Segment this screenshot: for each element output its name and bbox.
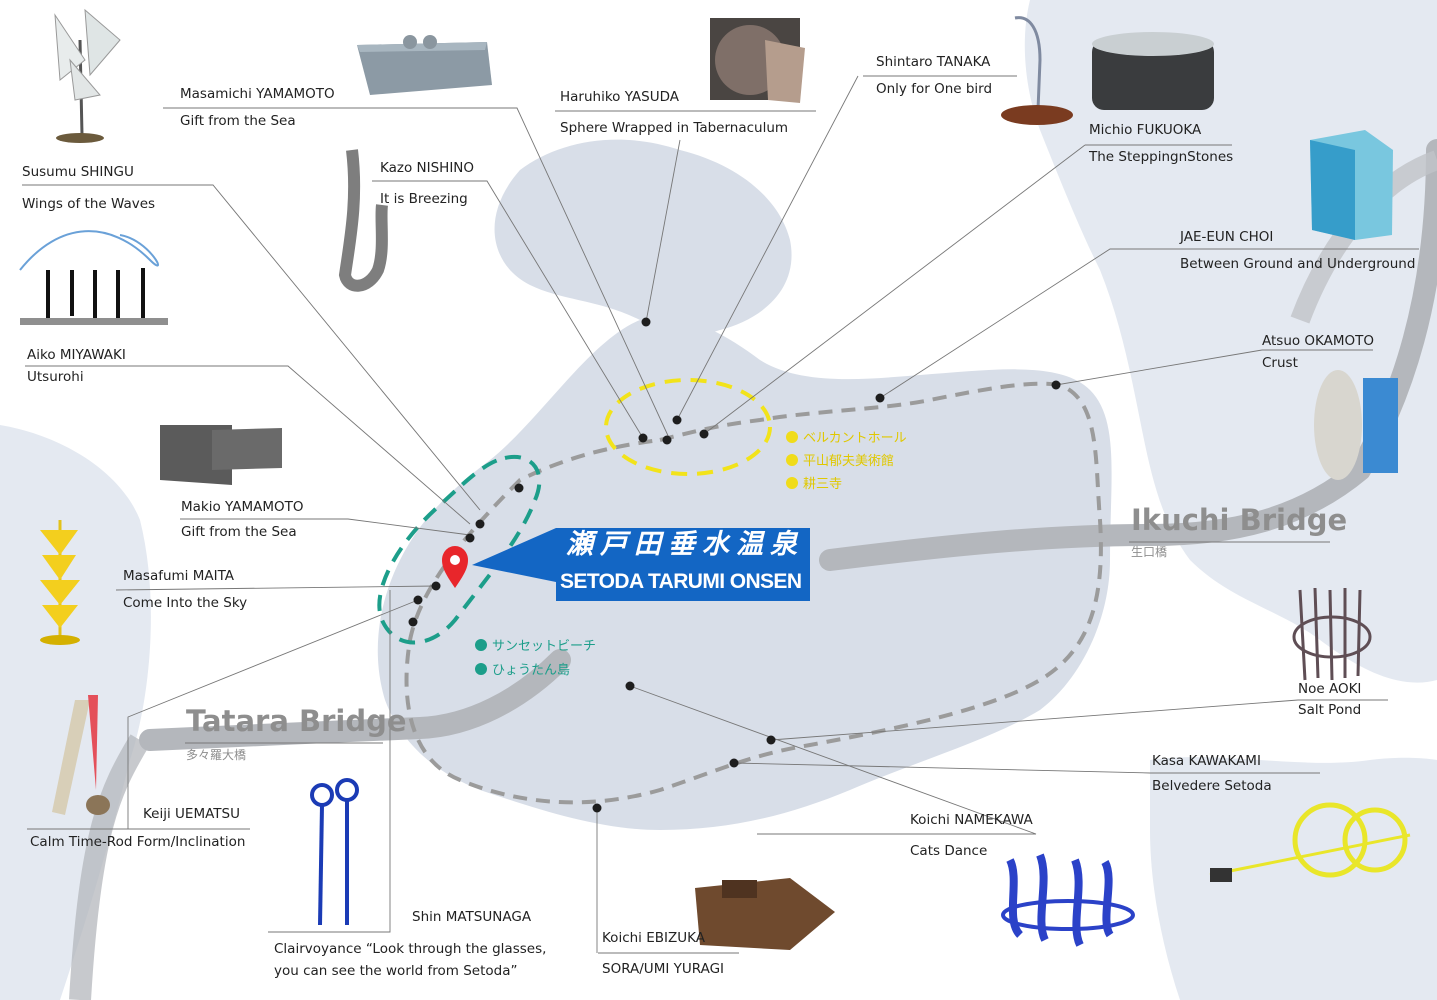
artist-label: Shin MATSUNAGA [412, 909, 532, 925]
poi-hyoutan-island: ひょうたん島 [475, 663, 570, 677]
islet-north [494, 139, 792, 336]
sculpture-time-rod [52, 695, 110, 815]
sculpture-stone-blocks [160, 425, 282, 485]
artist-label: Noe AOKI [1298, 681, 1362, 697]
sculpture-stepping-stones [1092, 32, 1214, 110]
artist-label: Masafumi MAITA [123, 568, 235, 584]
artist-label: Atsuo OKAMOTO [1262, 333, 1375, 349]
poi-bel-canto-hall: ベルカントホール [786, 431, 907, 445]
artist-label: Koichi NAMEKAWA [910, 812, 1033, 828]
sculpture-saxophone [338, 149, 388, 292]
artwork-title: It is Breezing [380, 191, 468, 207]
road-ikuchi [819, 139, 1437, 571]
land-east-lower [1150, 757, 1437, 1000]
artwork-title: Calm Time-Rod Form/Inclination [30, 834, 246, 850]
artwork-title: SORA/UMI YURAGI [602, 961, 725, 977]
artwork-title: Wings of the Waves [22, 196, 156, 212]
artist-label: Kazo NISHINO [380, 160, 475, 176]
sculpture-sora-umi [695, 878, 835, 950]
bridge-label-tatara-jp: 多々羅大橋 [186, 748, 247, 762]
artist-label: Keiji UEMATSU [143, 806, 240, 822]
artwork-title: Belvedere Setoda [1152, 778, 1272, 794]
ellipse-temple-area [604, 378, 772, 476]
poi-kosanji: 耕三寺 [786, 477, 842, 491]
artwork-title: Salt Pond [1298, 702, 1362, 718]
poi-dot-icon [786, 431, 798, 443]
artwork-title: Utsurohi [27, 369, 84, 385]
artwork-title: Cats Dance [910, 843, 988, 859]
sculpture-belvedere [1209, 802, 1411, 882]
artwork-title: Between Ground and Underground [1180, 256, 1416, 272]
poi-dot-icon [475, 639, 487, 651]
sculpture-glasses [310, 778, 359, 926]
artist-label: Kasa KAWAKAMI [1152, 753, 1261, 769]
artwork-title: Crust [1262, 355, 1298, 371]
bridge-label-ikuchi-jp: 生口橋 [1131, 545, 1168, 559]
poi-hirayama-museum: 平山郁夫美術館 [786, 454, 894, 468]
artist-label: JAE-EUN CHOI [1180, 229, 1274, 245]
sculpture-wings-loops [19, 230, 168, 325]
poi-sunset-beach: サンセットビーチ [475, 639, 596, 653]
road-tatara [139, 649, 571, 751]
artist-label: Susumu SHINGU [22, 164, 134, 180]
artwork-title: Only for One bird [876, 81, 993, 97]
artwork-dots [408, 317, 1061, 813]
walking-route [404, 381, 1103, 805]
poi-dot-icon [786, 454, 798, 466]
artwork-title: Gift from the Sea [181, 524, 297, 540]
sculpture-gift-from-sea-block [357, 35, 492, 95]
leader-lines [22, 75, 1419, 954]
artist-label: Makio YAMAMOTO [181, 499, 304, 515]
poi-label: ひょうたん島 [492, 663, 571, 678]
sculpture-between-ground [1310, 130, 1393, 240]
onsen-name-en: SETODA TARUMI ONSEN [560, 570, 802, 593]
pin-icon [442, 546, 468, 588]
poi-label: ベルカントホール [803, 431, 907, 446]
sculpture-wings-of-waves [54, 8, 121, 143]
sculpture-only-one-bird [1001, 16, 1073, 125]
artist-label: Shintaro TANAKA [876, 54, 991, 70]
poi-label: 耕三寺 [803, 477, 843, 492]
artist-label: Aiko MIYAWAKI [27, 347, 126, 363]
artwork-title: The SteppingnStones [1089, 149, 1234, 165]
artist-label: Koichi EBIZUKA [602, 930, 705, 946]
sculpture-sphere [710, 18, 805, 103]
artist-label: Masamichi YAMAMOTO [180, 86, 335, 102]
artist-label: Michio FUKUOKA [1089, 122, 1202, 138]
sculpture-come-into-sky [40, 520, 80, 645]
sculpture-crust [1314, 370, 1398, 480]
ellipse-beach-area [377, 454, 542, 645]
poi-label: サンセットビーチ [492, 639, 597, 654]
onsen-banner [472, 528, 810, 601]
poi-label: 平山郁夫美術館 [803, 454, 895, 469]
sculpture-salt-pond [1292, 587, 1372, 681]
poi-dot-icon [475, 663, 487, 675]
sculpture-cats-dance [1001, 853, 1135, 947]
artist-label: Haruhiko YASUDA [560, 89, 680, 105]
artwork-title: Gift from the Sea [180, 113, 296, 129]
road-tatara-south [69, 734, 150, 1000]
bridge-label-ikuchi: Ikuchi Bridge [1131, 503, 1348, 537]
onsen-name-jp: 瀬戸田垂水温泉 [566, 529, 804, 560]
bridge-label-tatara: Tatara Bridge [186, 704, 407, 738]
artwork-title: Clairvoyance “Look through the glasses, … [274, 941, 547, 979]
artwork-title: Come Into the Sky [123, 595, 248, 611]
poi-dot-icon [786, 477, 798, 489]
artwork-title: Sphere Wrapped in Tabernaculum [560, 120, 789, 136]
